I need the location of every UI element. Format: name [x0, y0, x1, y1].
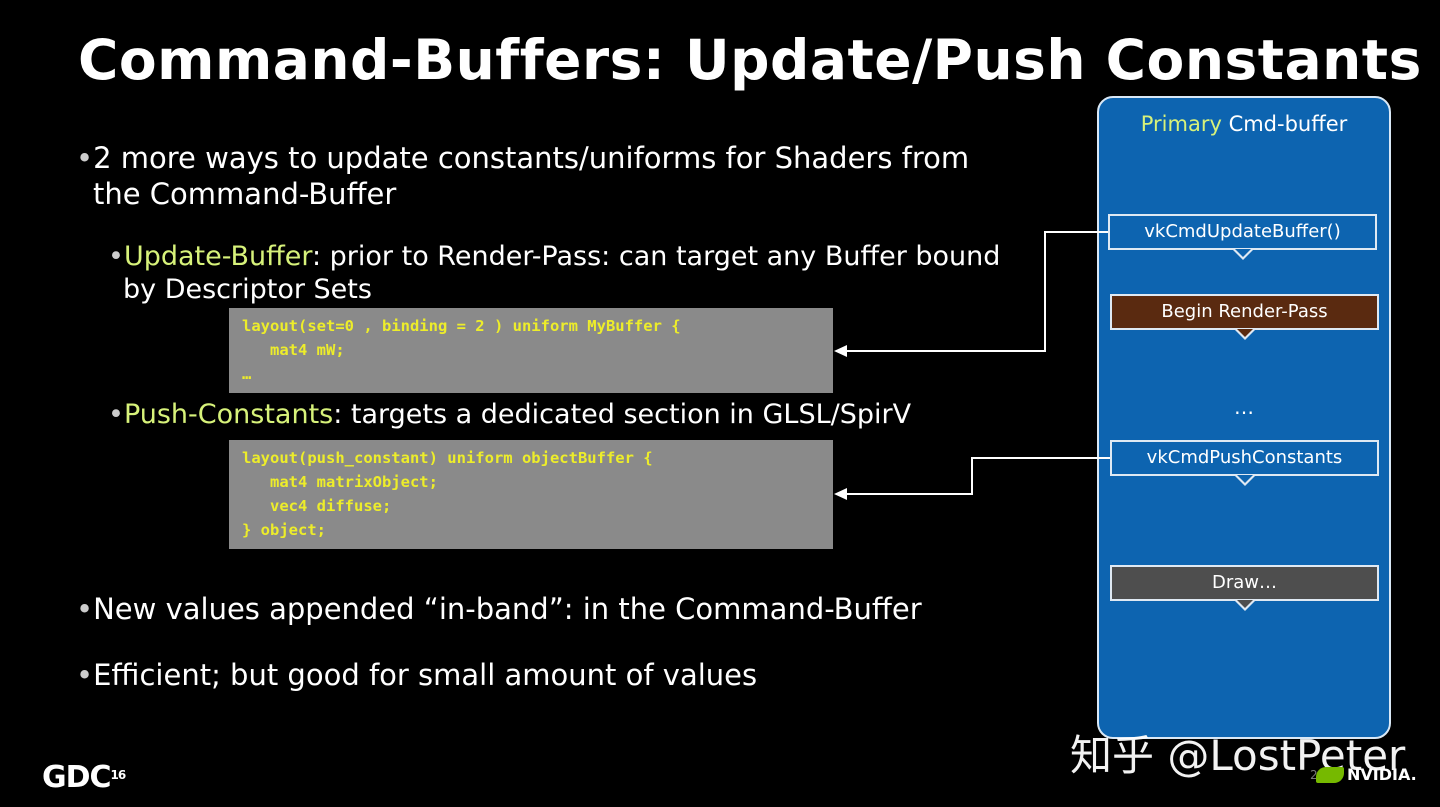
- bullet-efficient-text: Efficient; but good for small amount of …: [93, 658, 758, 692]
- arrowhead-icon: [834, 345, 847, 357]
- arrowhead-icon: [834, 488, 847, 500]
- gdc-logo-year: 16: [110, 768, 127, 782]
- code-block-update-buffer: layout(set=0 , binding = 2 ) uniform MyB…: [229, 308, 833, 393]
- step-update-buffer: vkCmdUpdateBuffer(): [1108, 214, 1377, 260]
- step-draw: Draw…: [1110, 565, 1379, 611]
- subbullet-update-buffer: •Update-Buffer: prior to Render-Pass: ca…: [108, 240, 1000, 306]
- bullet-dot: •: [76, 141, 94, 175]
- bullet-in-band: •New values appended “in-band”: in the C…: [76, 592, 922, 626]
- gdc-logo-text: GDC: [42, 760, 112, 795]
- push-constants-desc: : targets a dedicated section in GLSL/Sp…: [333, 399, 912, 430]
- step-push-label: vkCmdPushConstants: [1146, 447, 1343, 468]
- bullet-in-band-text: New values appended “in-band”: in the Co…: [93, 592, 922, 626]
- bullet-dot: •: [76, 592, 94, 626]
- code-line: layout(push_constant) uniform objectBuff…: [242, 449, 653, 467]
- page-number: 2: [1310, 768, 1318, 782]
- nvidia-eye-icon: [1316, 767, 1344, 783]
- step-begin-render-pass: Begin Render-Pass: [1110, 294, 1379, 340]
- bullet-two-ways: •2 more ways to update constants/uniform…: [76, 140, 969, 212]
- step-draw-label: Draw…: [1211, 572, 1277, 593]
- cmd-buffer-panel: Primary Cmd-buffer: [1097, 96, 1391, 739]
- code-block-push-constants: layout(push_constant) uniform objectBuff…: [229, 440, 833, 549]
- panel-title-primary: Primary: [1140, 112, 1222, 136]
- code-line: mat4 mW;: [242, 341, 345, 359]
- bullet-dot: •: [108, 241, 124, 272]
- nvidia-logo-text: NVIDIA.: [1347, 765, 1417, 784]
- step-update-buffer-label: vkCmdUpdateBuffer(): [1144, 221, 1341, 242]
- step-ellipsis: …: [1234, 395, 1254, 419]
- panel-title-rest: Cmd-buffer: [1221, 112, 1348, 136]
- bullet-two-ways-line1: 2 more ways to update constants/uniforms…: [93, 141, 970, 175]
- update-buffer-desc-line2: by Descriptor Sets: [123, 274, 372, 305]
- subbullet-push-constants: •Push-Constants: targets a dedicated sec…: [108, 398, 911, 431]
- panel-title: Primary Cmd-buffer: [1099, 112, 1389, 136]
- push-constants-connector: [846, 457, 1110, 495]
- code-line: } object;: [242, 521, 326, 539]
- gdc-logo: GDC16: [42, 760, 127, 795]
- step-push-constants: vkCmdPushConstants: [1110, 440, 1379, 486]
- code-line: layout(set=0 , binding = 2 ) uniform MyB…: [242, 317, 681, 335]
- code-line: vec4 diffuse;: [242, 497, 392, 515]
- code-line: …: [242, 365, 252, 383]
- update-buffer-desc: : prior to Render-Pass: can target any B…: [311, 241, 1001, 272]
- bullet-efficient: •Efficient; but good for small amount of…: [76, 658, 757, 692]
- update-buffer-term: Update-Buffer: [123, 241, 312, 272]
- nvidia-logo: NVIDIA.: [1316, 765, 1417, 784]
- step-begin-label: Begin Render-Pass: [1161, 301, 1328, 322]
- bullet-dot: •: [108, 399, 124, 430]
- push-constants-term: Push-Constants: [123, 399, 334, 430]
- bullet-two-ways-line2: the Command-Buffer: [93, 177, 397, 211]
- zhihu-watermark: 知乎 @LostPeter: [1070, 731, 1406, 780]
- update-buffer-connector: [846, 231, 1108, 352]
- code-line: mat4 matrixObject;: [242, 473, 438, 491]
- slide-title: Command-Buffers: Update/Push Constants: [78, 28, 1422, 92]
- bullet-dot: •: [76, 658, 94, 692]
